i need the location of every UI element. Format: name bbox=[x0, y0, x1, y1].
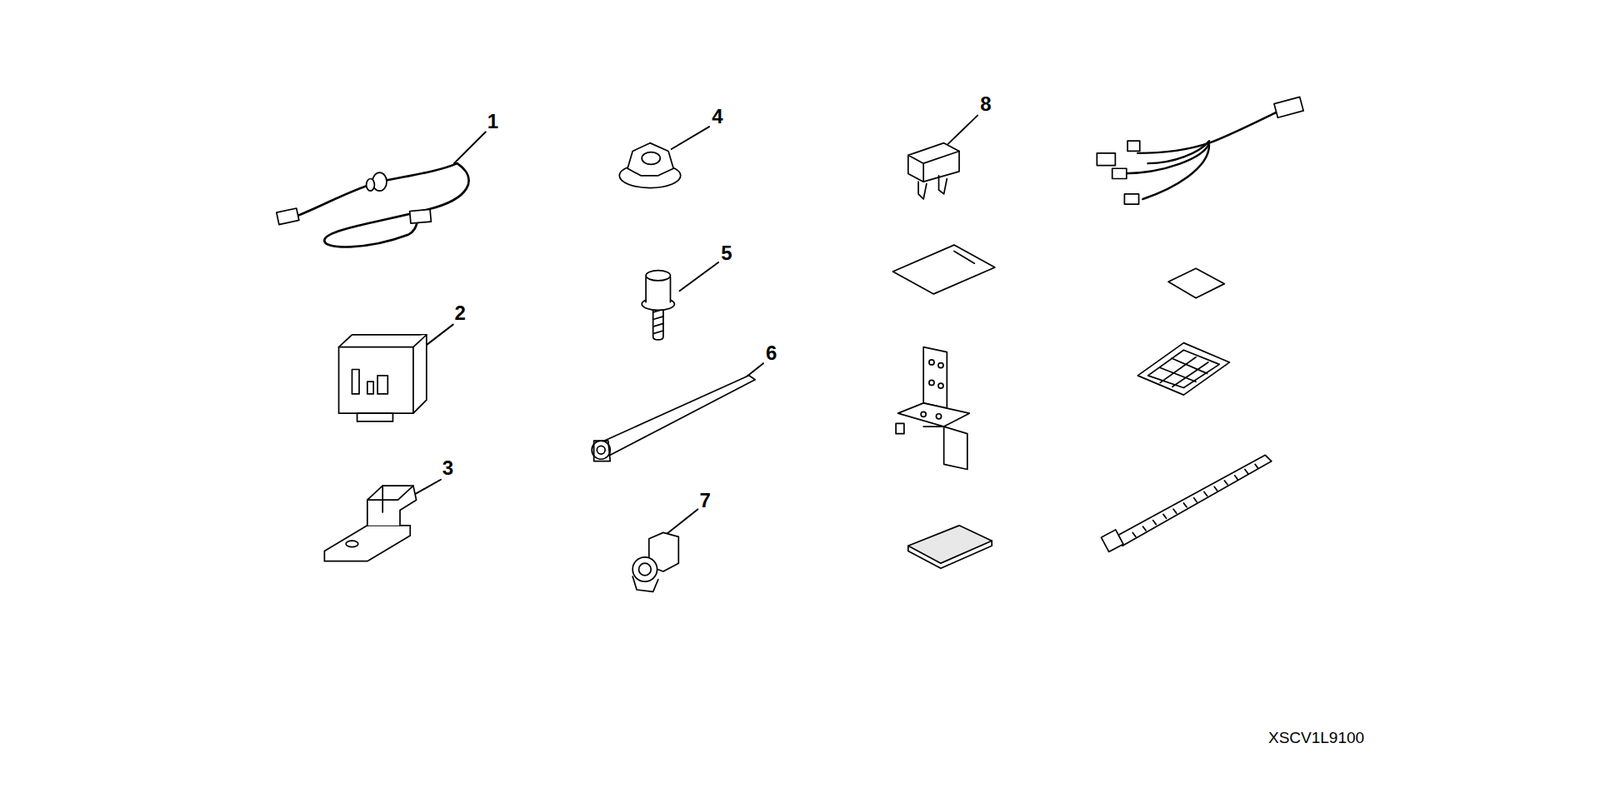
callout-number: 3 bbox=[441, 458, 455, 479]
callout-number: 4 bbox=[710, 106, 724, 127]
callout-number: 7 bbox=[698, 490, 711, 511]
small-label bbox=[1168, 268, 1225, 299]
relay-box bbox=[339, 335, 427, 422]
grid-pad bbox=[1137, 343, 1230, 395]
wire-clip bbox=[632, 532, 679, 592]
cable-tie-clip bbox=[591, 375, 755, 462]
callout-number: 1 bbox=[486, 111, 500, 132]
sub-harness bbox=[1096, 96, 1304, 205]
mini-fuse bbox=[908, 143, 960, 200]
mounting-bracket bbox=[895, 347, 970, 470]
leader-lines bbox=[408, 115, 978, 538]
drawing-code: XSCV1L9100 bbox=[1267, 730, 1365, 746]
flange-bolt bbox=[641, 270, 675, 340]
instruction-sheet bbox=[892, 245, 995, 295]
foam-pad bbox=[908, 525, 992, 569]
long-cable-tie bbox=[1100, 455, 1271, 552]
callout-number: 2 bbox=[454, 303, 467, 324]
flange-nut bbox=[619, 143, 680, 189]
harness-clip bbox=[324, 485, 416, 562]
callout-number: 5 bbox=[720, 243, 733, 264]
callout-number: 8 bbox=[979, 94, 992, 115]
wire-harness bbox=[276, 163, 470, 247]
callout-number: 6 bbox=[765, 343, 778, 364]
